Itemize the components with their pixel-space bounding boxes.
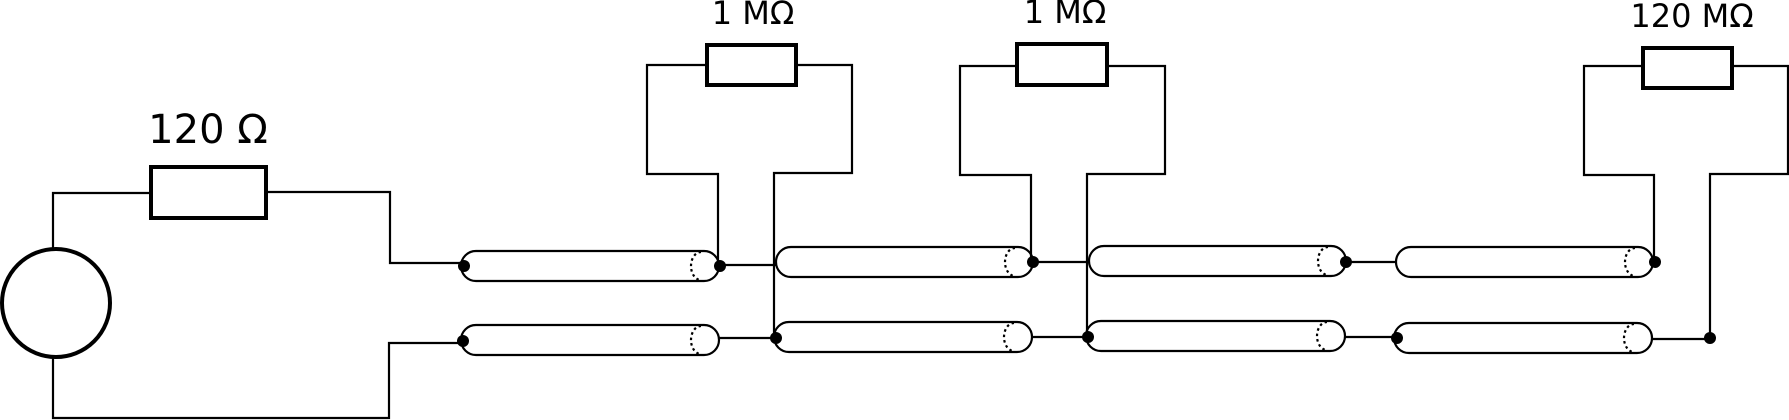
voltage-source-icon <box>0 247 112 359</box>
branch-resistor-1-label: 1 MΩ <box>712 0 795 32</box>
branch-1-left-wire <box>645 63 720 266</box>
branch-2-left-wire <box>958 64 1033 262</box>
branch-3-left-wire <box>1582 64 1656 262</box>
bottom-cable-2 <box>772 320 1034 354</box>
branch-resistor-3-label: 120 MΩ <box>1630 0 1753 35</box>
junction-node <box>1391 332 1403 344</box>
junction-node <box>1704 332 1716 344</box>
bottom-cable-2-end <box>1002 321 1015 353</box>
branch-resistor-2-label: 1 MΩ <box>1024 0 1107 31</box>
top-cable-1-end <box>689 250 702 282</box>
bottom-cable-3 <box>1084 319 1347 353</box>
junction-node <box>1649 256 1661 268</box>
junction-node <box>714 260 726 272</box>
top-cable-4 <box>1394 245 1655 279</box>
top-cable-3-end <box>1316 245 1329 277</box>
junction-node <box>1082 331 1094 343</box>
top-cable-4-end <box>1623 246 1636 278</box>
branch-2-right-wire <box>1085 64 1167 336</box>
top-cable-2-end <box>1003 246 1016 278</box>
source-top-wire <box>51 191 151 249</box>
top-cable-3 <box>1087 244 1348 278</box>
junction-node <box>457 335 469 347</box>
bottom-cable-3-end <box>1315 320 1328 352</box>
series-resistor <box>149 165 268 220</box>
junction-node <box>770 332 782 344</box>
branch-resistor-1 <box>705 43 798 87</box>
bottom-cable-1-end <box>689 324 702 356</box>
top-cable-1 <box>459 249 721 283</box>
bottom-cable-4-end <box>1622 322 1635 354</box>
branch-3-right-wire <box>1708 64 1789 339</box>
source-bottom-wire <box>51 341 461 420</box>
series-resistor-out-wire <box>266 190 463 265</box>
junction-node <box>1027 256 1039 268</box>
top-cable-2 <box>774 245 1035 279</box>
series-resistor-label: 120 Ω <box>148 107 268 153</box>
junction-node <box>1340 256 1352 268</box>
bottom-cable-1 <box>459 323 721 357</box>
bottom-cable-4 <box>1392 321 1654 355</box>
branch-1-right-wire <box>772 63 854 337</box>
junction-node <box>458 260 470 272</box>
branch-resistor-2 <box>1015 42 1109 87</box>
branch-resistor-3 <box>1641 46 1734 90</box>
